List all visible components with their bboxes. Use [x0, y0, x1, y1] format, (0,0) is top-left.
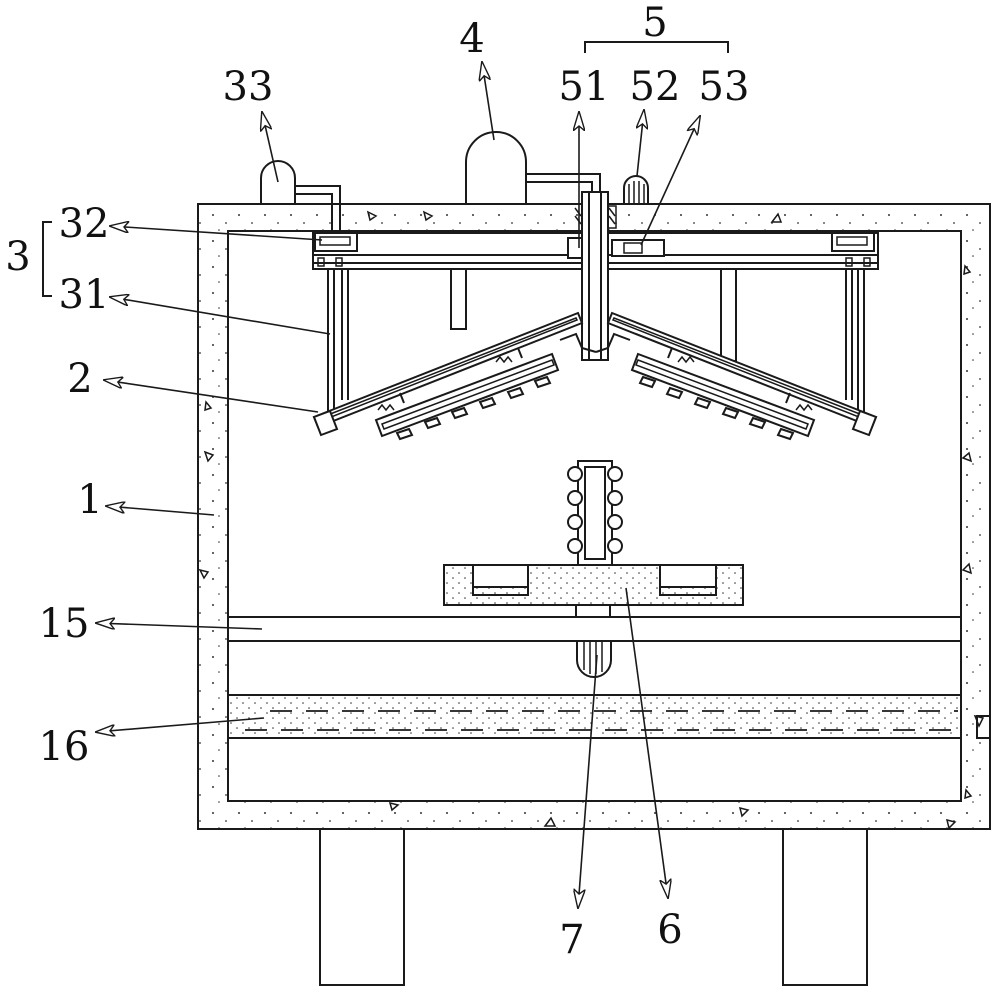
device-33 — [261, 161, 295, 204]
leader-7 — [578, 655, 597, 908]
clamp-column — [568, 461, 622, 565]
label-1: 1 — [77, 477, 102, 523]
left-spray-arm — [314, 313, 596, 439]
motor-7 — [577, 641, 611, 677]
right-leg — [783, 829, 867, 985]
tank-4 — [466, 132, 526, 204]
filter-layer-16 — [228, 695, 961, 738]
label-2: 2 — [67, 356, 92, 402]
label-5: 5 — [642, 0, 667, 46]
leader-15 — [96, 623, 262, 629]
label-16: 16 — [39, 724, 90, 770]
label-52: 52 — [630, 64, 681, 110]
label-33: 33 — [223, 64, 274, 110]
label-15: 15 — [39, 601, 90, 647]
motor-52 — [624, 176, 648, 204]
label-31: 31 — [59, 272, 110, 318]
label-4: 4 — [459, 16, 484, 62]
turntable-6 — [444, 565, 743, 617]
pipe-4 — [526, 174, 600, 192]
label-51: 51 — [559, 64, 610, 110]
partition-15 — [228, 617, 961, 641]
left-leg — [320, 829, 404, 985]
label-7: 7 — [559, 917, 584, 963]
shaft-51 — [575, 192, 616, 360]
label-53: 53 — [699, 64, 750, 110]
leader-4 — [482, 62, 494, 140]
label-6: 6 — [657, 907, 682, 953]
bracket-3 — [43, 222, 52, 296]
label-3: 3 — [5, 234, 30, 280]
leader-6 — [626, 588, 668, 898]
leader-52 — [637, 110, 644, 176]
label-32: 32 — [59, 201, 110, 247]
